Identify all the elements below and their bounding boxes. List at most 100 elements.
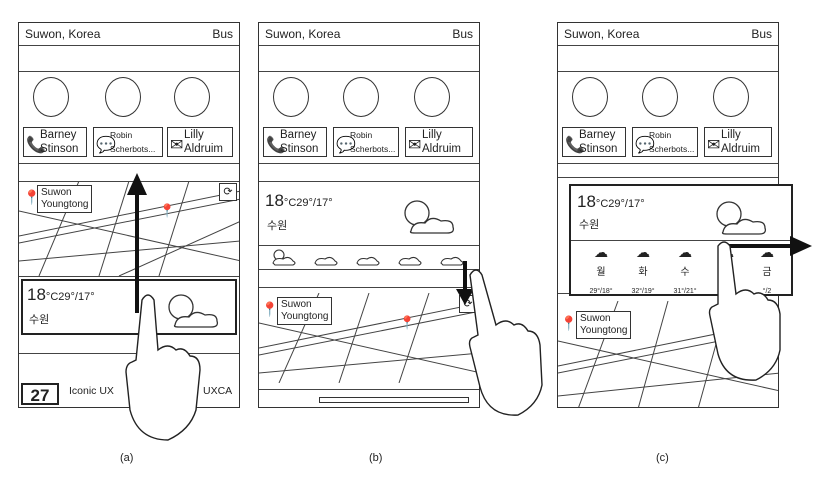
map-pin-icon: 📍 bbox=[399, 315, 416, 330]
map-label-line1: Suwon bbox=[281, 299, 312, 310]
map-location-label: Suwon Youngtong bbox=[277, 297, 333, 325]
contact-last-name: Stinson bbox=[579, 143, 618, 155]
chat-bubble-icon: 💬 bbox=[635, 137, 655, 154]
map-label-line2: Youngtong bbox=[41, 199, 89, 210]
forecast-day-range: °/2 bbox=[762, 288, 772, 295]
avatar-lilly[interactable] bbox=[414, 77, 450, 117]
weather-range: °C29°/17° bbox=[595, 198, 645, 210]
forecast-cloud-row bbox=[272, 249, 464, 266]
mail-icon: ✉ bbox=[170, 137, 184, 154]
map-pin-icon: 📍 bbox=[23, 189, 41, 205]
cloud-sun-icon bbox=[716, 201, 767, 235]
hand-gesture-icon bbox=[708, 241, 781, 381]
avatar-lilly[interactable] bbox=[174, 77, 210, 117]
map-label-line2: Youngtong bbox=[281, 311, 329, 322]
weather-temperature: 18 bbox=[27, 285, 46, 304]
forecast-day-label: 금 bbox=[762, 267, 772, 278]
weather-city: 수원 bbox=[267, 220, 288, 232]
phone-icon: 📞 bbox=[26, 137, 46, 154]
map-location-label: Suwon Youngtong bbox=[37, 185, 93, 213]
cloud-sun-icon bbox=[404, 200, 455, 234]
date-badge[interactable]: 27 bbox=[21, 383, 59, 405]
hand-gesture-icon bbox=[468, 269, 543, 416]
avatar-barney[interactable] bbox=[273, 77, 309, 117]
map-pin-icon: 📍 bbox=[261, 301, 279, 317]
chat-bubble-icon: 💬 bbox=[96, 137, 116, 154]
map-widget[interactable]: Suwon Youngtong 📍 📍 ⟳ bbox=[259, 293, 479, 383]
avatar-robin[interactable] bbox=[343, 77, 379, 117]
transport-mode-text: Bus bbox=[452, 27, 473, 41]
map-location-label: Suwon Youngtong bbox=[576, 311, 632, 339]
contact-last-name: Aldruim bbox=[422, 143, 461, 155]
chat-bubble-icon: 💬 bbox=[336, 137, 356, 154]
contact-last-name: Scherbots... bbox=[350, 144, 396, 154]
contact-first-name: Lilly bbox=[422, 129, 442, 141]
forecast-day: ☁ 월 29°/18° bbox=[581, 244, 621, 298]
map-pin-icon: 📍 bbox=[560, 315, 578, 331]
transport-mode-text: Bus bbox=[751, 27, 772, 41]
map-label-line1: Suwon bbox=[580, 313, 611, 324]
weather-temperature: 18 bbox=[577, 192, 596, 211]
forecast-day-range: 32°/19° bbox=[631, 288, 655, 295]
avatar-barney[interactable] bbox=[572, 77, 608, 117]
weather-widget-expanded[interactable]: 18°C29°/17° 수원 ☁ 월 29°/18° ☁ 화 32°/19° ☁… bbox=[569, 184, 793, 296]
forecast-day-label: 화 bbox=[638, 267, 648, 278]
forecast-day-label: 월 bbox=[596, 267, 606, 278]
weather-widget[interactable]: 18°C29°/17° 수원 bbox=[259, 183, 479, 243]
caption-a: (a) bbox=[120, 452, 134, 464]
refresh-icon[interactable]: ⟳ bbox=[219, 183, 237, 201]
status-bar: Suwon, Korea Bus bbox=[558, 23, 778, 45]
map-label-line2: Youngtong bbox=[580, 325, 628, 336]
forecast-day: ☁ 화 32°/19° bbox=[623, 244, 663, 298]
forecast-day-range: 29°/18° bbox=[589, 288, 613, 295]
forecast-day-label: 수 bbox=[680, 267, 690, 278]
phone-icon: 📞 bbox=[266, 137, 286, 154]
mail-icon: ✉ bbox=[408, 137, 422, 154]
avatar-lilly[interactable] bbox=[713, 77, 749, 117]
caption-b: (b) bbox=[369, 452, 383, 464]
contact-first-name: Barney bbox=[579, 129, 616, 141]
contact-last-name: Aldruim bbox=[721, 143, 760, 155]
forecast-cloud-icon: ☁ bbox=[678, 244, 692, 260]
forecast-day-range: 31°/21° bbox=[673, 288, 697, 295]
contact-first-name: Lilly bbox=[184, 129, 204, 141]
iconic-ux-text: Iconic UX bbox=[69, 385, 114, 397]
status-bar: Suwon, Korea Bus bbox=[19, 23, 239, 45]
hand-gesture-icon bbox=[125, 294, 201, 441]
uxca-text: UXCA bbox=[203, 385, 233, 397]
phone-icon: 📞 bbox=[565, 137, 585, 154]
caption-c: (c) bbox=[656, 452, 669, 464]
contact-first-name: Robin bbox=[350, 130, 373, 140]
avatar-robin[interactable] bbox=[642, 77, 678, 117]
forecast-cloud-icon: ☁ bbox=[636, 244, 650, 260]
weather-range: °C29°/17° bbox=[283, 197, 333, 209]
contact-first-name: Lilly bbox=[721, 129, 741, 141]
bottom-bar: 27 Iconic UX UXCA bbox=[19, 379, 239, 407]
contact-first-name: Robin bbox=[110, 130, 133, 140]
map-widget[interactable]: Suwon Youngtong 📍 📍 ⟳ bbox=[19, 181, 239, 276]
weather-range: °C29°/17° bbox=[45, 291, 95, 303]
avatar-barney[interactable] bbox=[33, 77, 69, 117]
contact-first-name: Barney bbox=[280, 129, 317, 141]
transport-mode-text: Bus bbox=[212, 27, 233, 41]
forecast-day: ☁ 수 31°/21° bbox=[665, 244, 705, 298]
avatar-robin[interactable] bbox=[105, 77, 141, 117]
weather-widget[interactable]: 18°C29°/17° 수원 bbox=[21, 279, 237, 335]
cloud-sun-icon bbox=[168, 294, 219, 328]
weather-temperature: 18 bbox=[265, 191, 284, 210]
contact-first-name: Robin bbox=[649, 130, 672, 140]
map-pin-icon: 📍 bbox=[159, 203, 176, 218]
status-bar: Suwon, Korea Bus bbox=[259, 23, 479, 45]
